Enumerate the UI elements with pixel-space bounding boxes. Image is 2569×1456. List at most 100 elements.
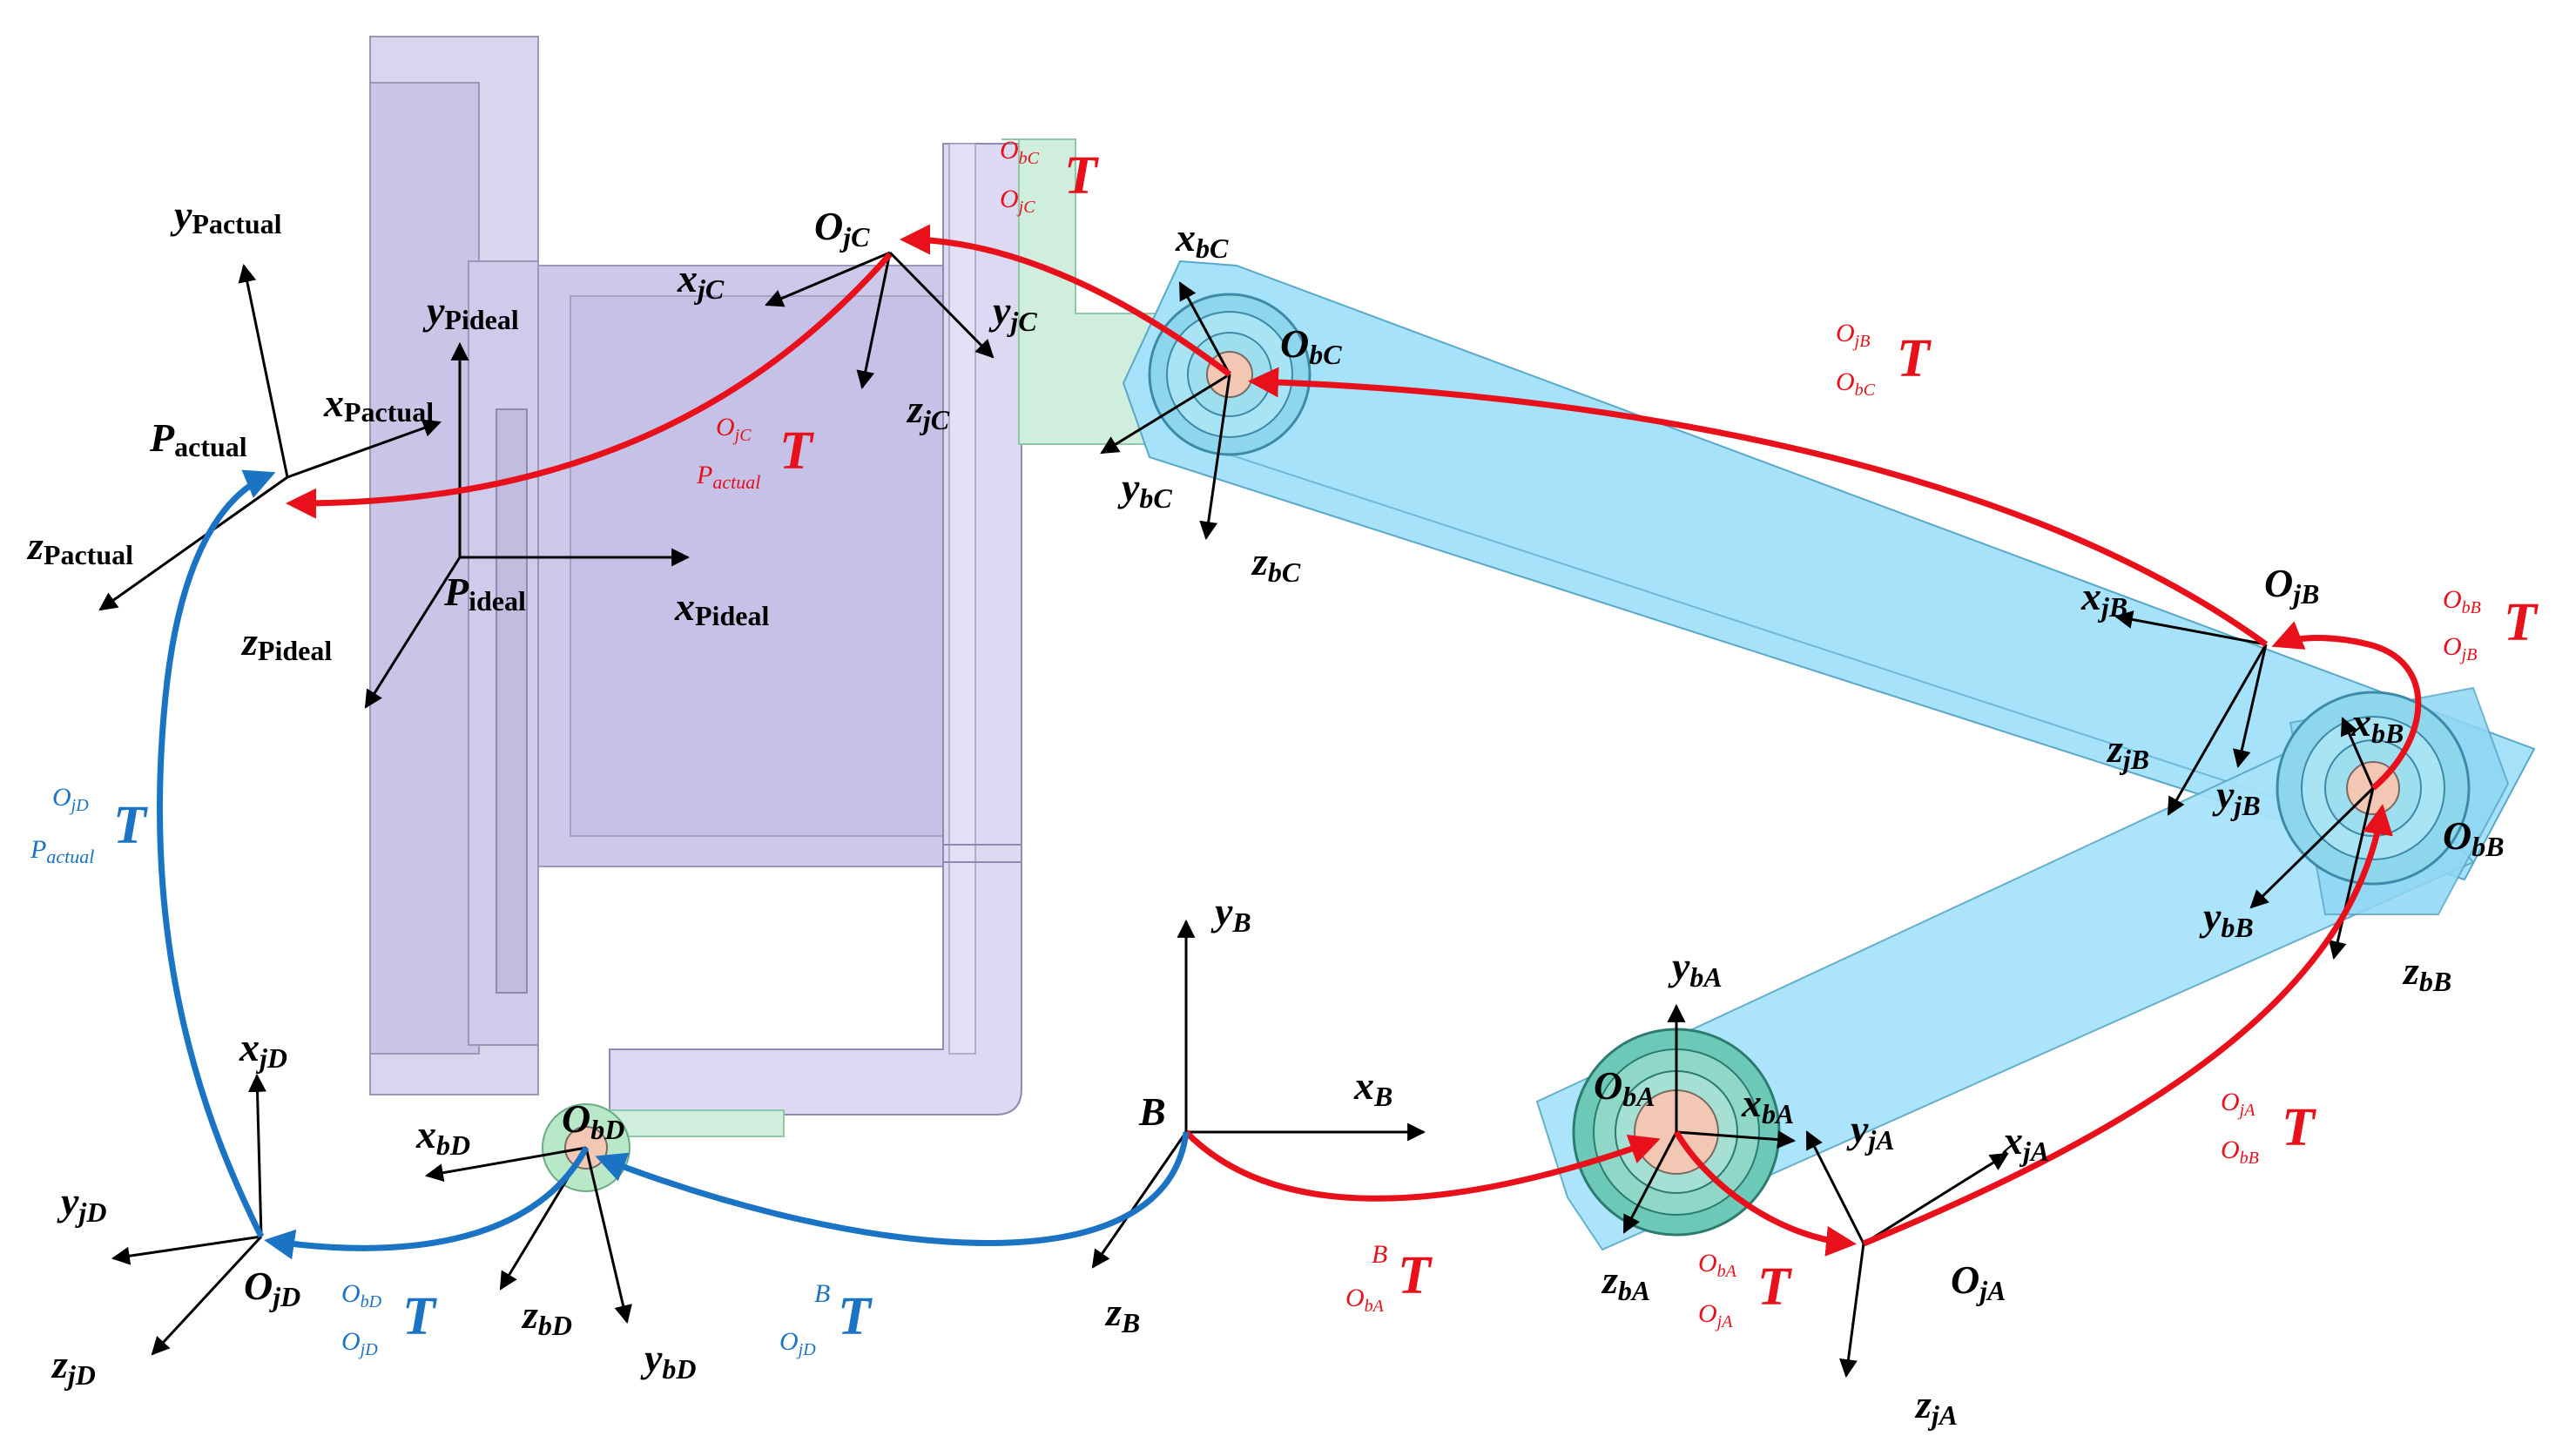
label-o-jb: OjB	[2264, 561, 2319, 610]
svg-text:ObB: ObB	[2221, 1136, 2259, 1168]
label-p-actual: Pactual	[149, 415, 247, 462]
svg-text:OjD: OjD	[52, 783, 89, 815]
transform-t-ja-bb: OjA ObB T	[2221, 1088, 2316, 1168]
label-y-bc: ybC	[1117, 465, 1172, 514]
svg-text:B: B	[1372, 1240, 1387, 1269]
label-y-bb: ybB	[2199, 894, 2254, 943]
svg-text:OjB: OjB	[1836, 319, 1870, 351]
label-z-bd: zbD	[521, 1292, 572, 1341]
label-y-ja: yjA	[1846, 1107, 1895, 1156]
label-x-b: xB	[1353, 1063, 1392, 1112]
svg-text:OjA: OjA	[2221, 1088, 2255, 1120]
transform-t-b-ba: B ObA T	[1345, 1240, 1433, 1316]
svg-text:OjD: OjD	[779, 1327, 816, 1359]
svg-text:ObB: ObB	[2443, 585, 2481, 617]
label-y-b: yB	[1210, 889, 1251, 938]
label-o-jc: OjC	[814, 204, 870, 253]
blue-transform-chain	[156, 469, 1190, 1260]
transform-t-jc-pactual: OjC Pactual T	[696, 413, 814, 493]
frame-o-bc-axes	[1100, 281, 1231, 541]
frame-b-axes	[1091, 919, 1426, 1269]
label-z-pactual: zPactual	[26, 523, 133, 570]
transform-labels: ObC OjC T OjB ObC T OjC Pactual T ObB Oj…	[30, 136, 2539, 1359]
label-z-jb: zjB	[2106, 726, 2149, 775]
label-z-jd: zjD	[51, 1342, 96, 1391]
frame-p-ideal-axes	[364, 341, 691, 709]
label-o-ja: OjA	[1951, 1257, 2006, 1306]
label-z-ba: zbA	[1601, 1257, 1650, 1306]
label-o-ba: ObA	[1594, 1063, 1655, 1112]
label-x-bd: xbD	[415, 1112, 470, 1161]
svg-text:T: T	[1064, 146, 1099, 206]
transform-t-bd-jd: ObD OjD T	[341, 1279, 437, 1359]
label-z-bb: zbB	[2402, 948, 2451, 997]
svg-text:ObA: ObA	[1698, 1249, 1737, 1281]
svg-text:ObC: ObC	[1000, 136, 1040, 168]
svg-text:OjA: OjA	[1698, 1299, 1733, 1331]
label-z-b: zB	[1104, 1290, 1140, 1338]
frame-o-jc-axes	[765, 251, 995, 390]
label-b: B	[1138, 1089, 1166, 1134]
svg-text:T: T	[1398, 1246, 1433, 1305]
label-x-ba: xbA	[1741, 1081, 1794, 1129]
svg-text:OjB: OjB	[2443, 632, 2477, 664]
svg-text:ObD: ObD	[341, 1279, 382, 1311]
label-x-ja: xjA	[2002, 1118, 2049, 1167]
svg-text:Pactual: Pactual	[30, 835, 94, 867]
label-p-ideal: Pideal	[443, 570, 526, 617]
svg-text:OjC: OjC	[716, 413, 752, 445]
label-o-jd: OjD	[244, 1264, 300, 1312]
label-o-bd: ObD	[562, 1096, 624, 1145]
frame-o-ja-axes	[1805, 1130, 2009, 1378]
label-o-bb: ObB	[2443, 813, 2505, 862]
frame-o-jb-axes	[2114, 610, 2268, 816]
label-y-jc: yjC	[988, 288, 1037, 337]
label-x-jb: xjB	[2080, 574, 2127, 623]
frame-o-ba-axes	[1622, 1003, 1797, 1234]
bracket-d	[609, 1109, 785, 1137]
label-z-pideal: zPideal	[240, 619, 332, 666]
label-x-pactual: xPactual	[323, 381, 434, 428]
label-y-pactual: yPactual	[170, 192, 282, 239]
transform-t-bc-jc: ObC OjC T	[1000, 136, 1099, 217]
label-z-jc: zjC	[906, 387, 950, 435]
frame-o-jd-axes	[111, 1073, 267, 1356]
svg-text:Pactual: Pactual	[696, 461, 760, 493]
svg-text:T: T	[2504, 593, 2539, 652]
label-x-jc: xjC	[677, 256, 725, 305]
svg-text:T: T	[402, 1287, 437, 1346]
end-effector-platform	[369, 36, 1022, 1116]
label-x-pideal: xPideal	[674, 584, 769, 631]
label-x-bb: xbB	[2350, 700, 2404, 749]
svg-text:T: T	[838, 1287, 873, 1346]
svg-text:ObA: ObA	[1345, 1284, 1385, 1316]
svg-text:T: T	[1757, 1257, 1792, 1317]
label-z-ja: zjA	[1914, 1382, 1958, 1431]
svg-text:T: T	[113, 796, 148, 855]
svg-text:OjC: OjC	[1000, 185, 1035, 217]
label-x-bc: xbC	[1175, 215, 1229, 264]
red-transform-chain	[286, 224, 2422, 1257]
label-z-bc: zbC	[1251, 539, 1301, 588]
svg-text:T: T	[2282, 1098, 2316, 1157]
svg-text:T: T	[1897, 329, 1932, 388]
transform-t-bb-jb: ObB OjB T	[2443, 585, 2539, 664]
transform-t-b-jd: B OjD T	[779, 1279, 873, 1359]
label-y-pideal: yPideal	[422, 288, 519, 335]
svg-text:OjD: OjD	[341, 1327, 378, 1359]
axis-labels: yPactual xPactual zPactual Pactual yPide…	[26, 192, 2505, 1431]
svg-text:T: T	[779, 421, 814, 481]
svg-text:B: B	[814, 1279, 830, 1308]
transform-t-jd-pactual: OjD Pactual T	[30, 783, 148, 867]
label-y-jd: yjD	[57, 1179, 106, 1228]
transform-t-ba-ja: ObA OjA T	[1698, 1249, 1792, 1331]
label-y-jb: yjB	[2212, 772, 2261, 821]
svg-text:ObC: ObC	[1836, 367, 1876, 400]
label-x-jd: xjD	[239, 1025, 287, 1074]
label-y-ba: ybA	[1668, 944, 1723, 993]
frame-p-actual-axes	[98, 263, 442, 611]
label-y-bd: ybD	[640, 1336, 697, 1385]
transform-t-jb-bc: OjB ObC T	[1836, 319, 1932, 400]
